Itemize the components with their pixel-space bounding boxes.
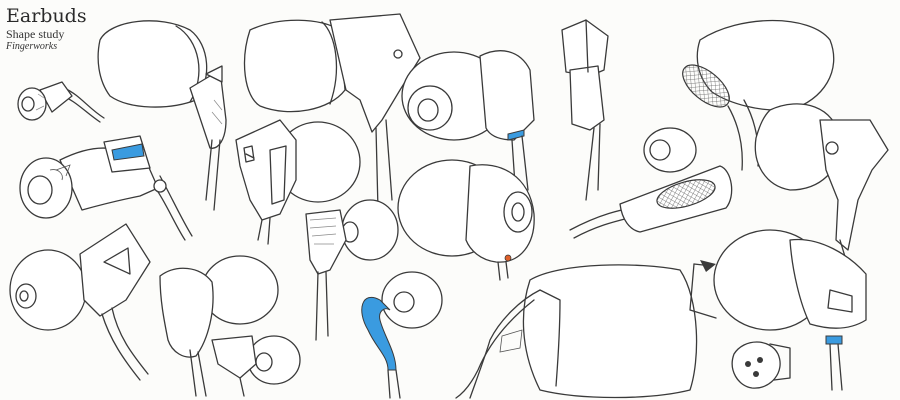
- earbud-sketch-blue-wing: [361, 271, 443, 399]
- earbud-sketch-large-box: [455, 264, 698, 399]
- earbud-sketch-blue-band: [19, 135, 193, 241]
- earbud-sketch-small-tip: [17, 81, 105, 123]
- earbud-sketch-boxy: [243, 13, 421, 211]
- earbud-sketch-angled-right: [754, 103, 889, 261]
- sheet-credit: Fingerworks: [6, 41, 58, 52]
- earbud-sketch-orange-dot: [397, 159, 535, 281]
- earbud-sketch-plug: [731, 341, 791, 389]
- earbud-sketch-small-center: [305, 199, 399, 341]
- sheet-title: Earbuds: [6, 5, 87, 27]
- earbud-sketch-capsule: [569, 127, 733, 239]
- earbud-sketch-tall-stem: [97, 20, 227, 211]
- earbud-sketch-swoop: [159, 255, 279, 397]
- earbud-sketch-vertical-tab: [561, 19, 609, 201]
- earbud-sketch-with-arrow: [689, 229, 867, 391]
- sheet-subtitle: Shape study: [6, 27, 65, 41]
- earbud-sketch-small-bottom: [211, 335, 301, 397]
- title-block: Earbuds Shape study Fingerworks: [6, 6, 87, 53]
- earbud-sketch-blue-ring: [401, 50, 535, 201]
- earbud-sketch-mesh-grille: [682, 19, 835, 171]
- earbud-sketch-r-logo: [235, 119, 361, 245]
- earbud-sketch-triangle: [9, 223, 151, 381]
